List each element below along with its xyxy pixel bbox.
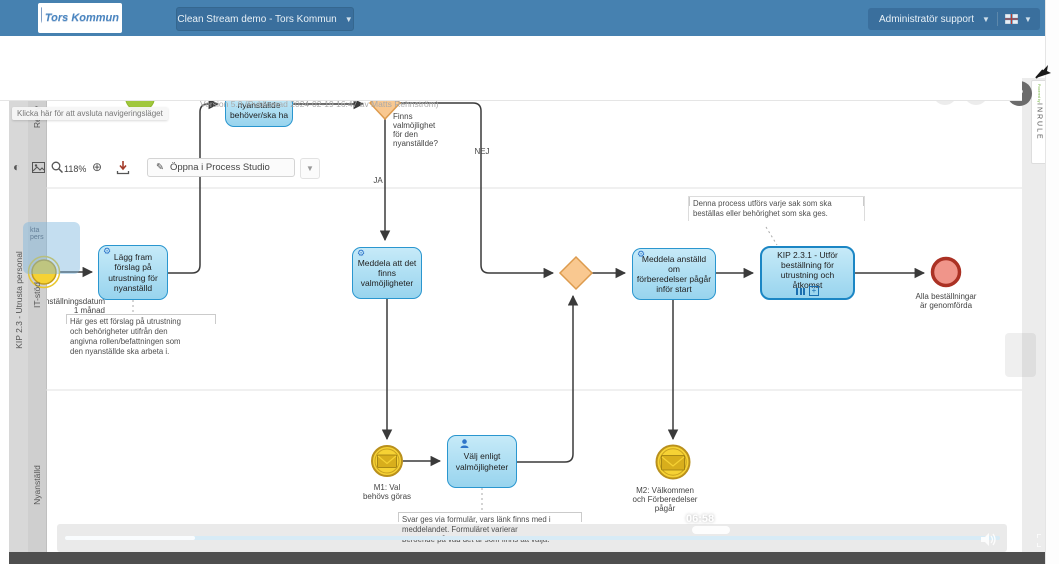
zoom-level[interactable]: 118% — [64, 164, 87, 174]
end-event[interactable] — [930, 256, 962, 288]
gear-task-icon: ⚙ — [357, 248, 366, 258]
label-ja: JA — [373, 176, 383, 185]
diagram-canvas[interactable]: Anställningsdatum 1 månad — [9, 100, 1023, 552]
task-notify-options[interactable]: ⚙ Meddela att det finns valmöjligheter — [352, 247, 422, 299]
annotation-propose: Här ges ett förslag på utrustning och be… — [66, 314, 216, 359]
m2-label: M2: Välkommen och Förberedelser pågår — [632, 486, 698, 513]
tors-kommun-shield-icon — [41, 7, 42, 23]
label-nej: NEJ — [474, 147, 490, 156]
envelope-icon-m1 — [377, 454, 397, 468]
start-event-label: Anställningsdatum 1 månad — [39, 297, 105, 315]
video-progress-played — [65, 536, 195, 540]
multi-instance-icon — [796, 287, 805, 295]
open-in-process-studio-button[interactable]: ✎ Öppna i Process Studio — [147, 158, 295, 177]
annotation-choose: Svar ges via formulär, vars länk finns m… — [398, 512, 582, 547]
diagram-toolbar: ◐ 118% ⊕ ✎ Öppna i Process Studio ▼ — [0, 78, 1022, 179]
task-propose-equipment[interactable]: ⚙ Lägg fram förslag på utrustning för ny… — [98, 245, 168, 300]
logo-text: Tors Kommun — [44, 12, 119, 24]
open-button-dropdown[interactable]: ▼ — [300, 158, 320, 179]
watermark-overlay — [1005, 333, 1036, 377]
bottom-dark-bar — [9, 552, 1045, 564]
contrast-icon[interactable]: ◐ — [13, 160, 21, 174]
subprocess-plus-icon: + — [809, 286, 819, 296]
gear-task-icon: ⚙ — [637, 249, 646, 259]
canvas-right-margin — [1022, 78, 1045, 552]
inrule-brand: INRULE — [1035, 103, 1043, 142]
chevron-down-icon: ▼ — [1023, 14, 1032, 24]
video-progress-track[interactable] — [65, 536, 1000, 540]
lane-header-strip — [28, 100, 47, 552]
scrubber-highlight[interactable] — [692, 526, 730, 534]
divider — [996, 12, 998, 26]
navigation-overlay[interactable]: kta pers — [23, 222, 80, 274]
gateway-question-label: Finns valmöjlighet för den nyanställde? — [393, 112, 438, 148]
bpmn-connectors — [27, 100, 1022, 510]
message-event-m1-inner-ring — [374, 448, 400, 474]
mouse-cursor — [1035, 65, 1051, 79]
annotation-subprocess: Denna process utförs varje sak som ska b… — [688, 196, 865, 221]
message-event-m2-inner-ring — [659, 448, 687, 476]
video-settings-gear-icon[interactable]: ⚙ — [1009, 533, 1021, 548]
title-bar: KIP 2 - Rekrytera, anställa, utrusta och… — [0, 36, 1045, 112]
task-top-needs[interactable]: nyanställde behöver/ska ha — [225, 100, 293, 127]
start-event-outer-ring — [27, 255, 61, 289]
lane-label-nyanstalld: Nyanställd — [32, 465, 42, 505]
envelope-flap-m2 — [661, 456, 685, 467]
version-info: Version 5.0 (Publicerad 2024-02-19 16:47… — [200, 99, 439, 109]
pencil-icon: ✎ — [156, 162, 164, 173]
envelope-flap-m1 — [377, 455, 397, 465]
workspace-dropdown[interactable]: Clean Stream demo - Tors Kommun▼ — [176, 7, 354, 31]
person-icon — [460, 439, 469, 448]
gateway-merge[interactable] — [558, 255, 594, 291]
envelope-icon-m2 — [661, 455, 685, 471]
admin-support-menu[interactable]: Administratör support ▼ ▼ — [868, 8, 1040, 30]
task-notify-start[interactable]: ⚙ Meddela anställd om förberedelser pågå… — [632, 248, 716, 300]
subprocess-markers: + — [762, 286, 853, 296]
video-timestamp: 06:58 — [686, 513, 715, 525]
flow-propose-to-top-task — [168, 100, 220, 274]
end-event-label: Alla beställningar är genomförda — [915, 292, 977, 310]
flow-nej — [400, 102, 555, 279]
top-header: Tors Kommun Clean Stream demo - Tors Kom… — [0, 0, 1045, 36]
flow-choose-to-merge — [517, 294, 579, 463]
lane-label-it: IT-stöd — [32, 282, 42, 308]
navigation-tooltip: Klicka här för att avsluta navigeringslä… — [12, 107, 168, 120]
right-page-margin — [1045, 0, 1059, 564]
zoom-magnifier-icon[interactable] — [51, 161, 63, 173]
image-icon[interactable] — [32, 162, 45, 173]
powered-by-text: Powered by — [1037, 84, 1041, 103]
logo[interactable]: Tors Kommun — [38, 3, 122, 33]
language-flag-icon — [1004, 14, 1018, 24]
subprocess-kip-231[interactable]: KIP 2.3.1 - Utför beställning för utrust… — [760, 246, 855, 300]
chevron-down-icon: ▼ — [344, 14, 353, 24]
annotation-link-subprocess — [765, 226, 778, 246]
task-choose-options[interactable]: Välj enligt valmöjligheter — [447, 435, 517, 488]
chevron-down-icon: ▼ — [982, 14, 990, 24]
gear-task-icon: ⚙ — [103, 246, 112, 256]
volume-icon[interactable] — [981, 533, 998, 546]
m1-label: M1: Val behövs göras — [362, 483, 412, 501]
start-event[interactable] — [31, 259, 57, 285]
gateway-choice[interactable] — [368, 100, 402, 121]
center-view-icon[interactable]: ⊕ — [92, 160, 103, 174]
download-icon[interactable] — [116, 160, 130, 175]
left-page-margin — [0, 78, 9, 564]
